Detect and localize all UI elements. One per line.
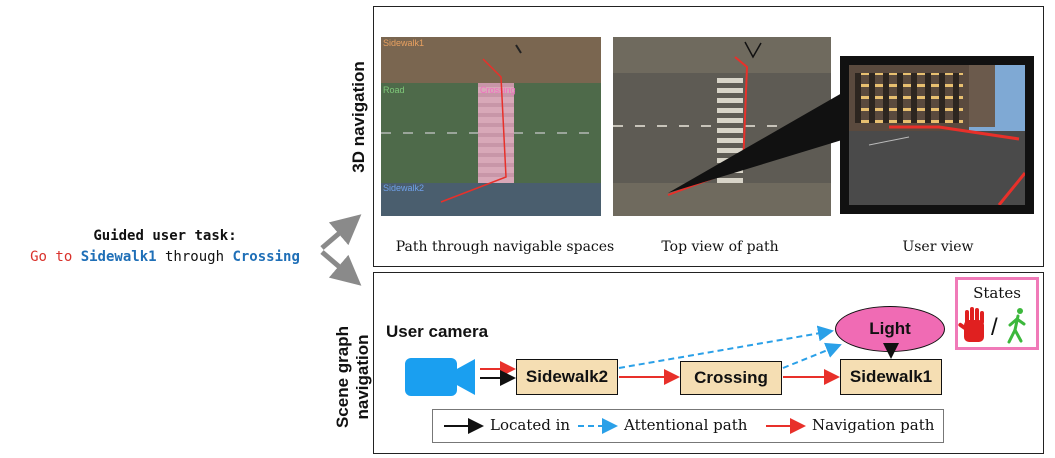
task-instruction: Go to Sidewalk1 through Crossing xyxy=(0,247,330,268)
legend-located-label: Located in xyxy=(490,416,571,434)
states-separator: / xyxy=(991,314,998,341)
task-target: Sidewalk1 xyxy=(80,249,157,265)
walking-person-icon xyxy=(1007,308,1026,344)
path-overlay-3 xyxy=(868,125,1025,205)
task-go-to: Go to xyxy=(30,249,73,265)
guided-task: Guided user task: Go to Sidewalk1 throug… xyxy=(0,226,330,268)
label-sidewalk2: Sidewalk2 xyxy=(383,183,425,193)
user-view-scene xyxy=(849,65,1025,205)
node-light-label: Light xyxy=(869,319,911,338)
arrow-to-3d xyxy=(320,214,362,250)
states-icons xyxy=(958,307,1026,344)
user-camera-label: User camera xyxy=(386,322,489,341)
node-sidewalk2: Sidewalk2 xyxy=(516,359,618,395)
legend xyxy=(432,409,944,443)
label-road: Road xyxy=(383,85,405,95)
task-via: Crossing xyxy=(232,249,300,265)
building-right xyxy=(969,65,995,127)
sidewalk2-region xyxy=(381,183,601,216)
caption-navigable: Path through navigable spaces xyxy=(395,239,615,255)
states-box: States / xyxy=(955,277,1039,350)
sidewalk1-region xyxy=(381,37,601,83)
legend-navigation-label: Navigation path xyxy=(812,416,935,434)
node-crossing: Crossing xyxy=(680,361,782,395)
legend-attentional-label: Attentional path xyxy=(624,416,748,434)
edge-crossing-light-attn xyxy=(782,342,842,369)
building xyxy=(849,65,969,135)
task-title: Guided user task: xyxy=(93,228,237,244)
task-through: through xyxy=(165,249,225,265)
label-sidewalk1: Sidewalk1 xyxy=(383,38,425,48)
node-sidewalk1: Sidewalk1 xyxy=(840,359,942,395)
raised-hand-icon xyxy=(958,307,984,342)
user-view-image xyxy=(840,56,1034,214)
bottom-sidewalk xyxy=(613,183,831,216)
arrow-to-graph xyxy=(320,250,362,286)
crossing-region xyxy=(478,83,514,183)
caption-user-view: User view xyxy=(902,239,974,255)
edge-sidewalk2-light-attn xyxy=(618,325,834,369)
top-sidewalk xyxy=(613,37,831,73)
path-overlay-1 xyxy=(440,44,522,203)
caption-top-view: Top view of path xyxy=(661,239,779,255)
label-crossing: Crossing xyxy=(480,85,516,95)
navigable-spaces-image: Sidewalk1 Road Crossing Sidewalk2 xyxy=(381,37,601,216)
states-label: States xyxy=(973,284,1021,302)
